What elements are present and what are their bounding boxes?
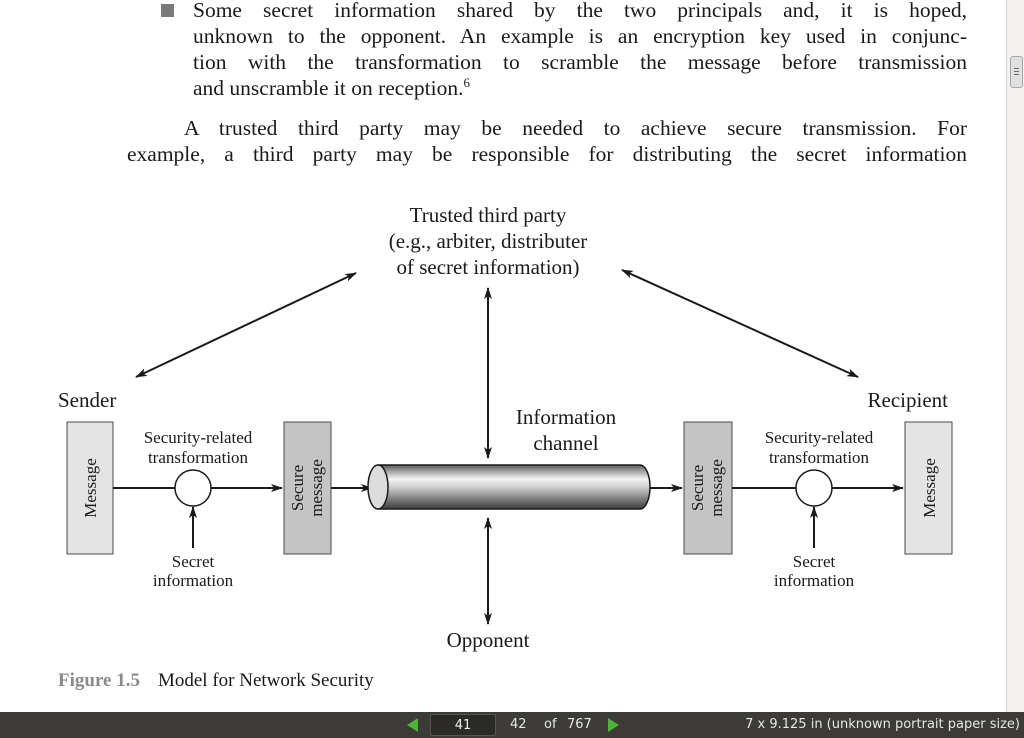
- trusted-third-party-label: Trusted third party (e.g., arbiter, dist…: [389, 203, 588, 279]
- recipient-message-box: [904, 421, 953, 555]
- text-line: tion with the transformation to scramble…: [193, 50, 967, 74]
- previous-page-arrow-icon[interactable]: [407, 718, 418, 732]
- recipient-secure-label: Secure: [688, 465, 707, 511]
- body-paragraph: A trusted third party may be needed to a…: [127, 115, 967, 167]
- of-label: of: [544, 717, 557, 732]
- bullet-marker: [161, 4, 174, 17]
- sender-secret-label: Secret: [172, 552, 215, 571]
- sender-secret-label: information: [153, 571, 234, 590]
- ttp-line: (e.g., arbiter, distributer: [389, 229, 588, 253]
- channel-label: Information: [516, 405, 617, 429]
- text-line-content: A trusted third party may be needed to a…: [184, 116, 967, 140]
- bullet-paragraph: Some secret information shared by the tw…: [193, 0, 967, 101]
- text-line: example, a third party may be responsibl…: [127, 142, 967, 166]
- scrollbar-thumb[interactable]: [1010, 56, 1023, 88]
- sender-label: Sender: [58, 388, 116, 412]
- ttp-sender-arrow: [135, 272, 357, 378]
- recipient-secret-label: information: [774, 571, 855, 590]
- paper-size-label: 7 x 9.125 in (unknown portrait paper siz…: [745, 717, 1020, 732]
- footnote-marker: 6: [463, 74, 470, 90]
- recipient-transform-label: Security-related: [765, 428, 874, 447]
- figure-number: Figure 1.5: [58, 670, 140, 691]
- network-security-diagram: Trusted third party (e.g., arbiter, dist…: [58, 203, 953, 652]
- figure-caption: Figure 1.5 Model for Network Security: [58, 670, 374, 692]
- ttp-line: Trusted third party: [410, 203, 567, 227]
- sender-transformation-node: [174, 469, 212, 507]
- sender-transform-label: Security-related: [144, 428, 253, 447]
- channel-label: channel: [533, 431, 598, 455]
- sender-message-label: Message: [81, 458, 100, 517]
- recipient-transformation-node: [795, 469, 833, 507]
- text-line: unknown to the opponent. An example is a…: [193, 24, 967, 48]
- ttp-recipient-arrow: [621, 269, 859, 378]
- recipient-secure-label: message: [707, 459, 726, 517]
- text-line: A trusted third party may be needed to a…: [127, 115, 967, 141]
- recipient-transform-label: transformation: [769, 448, 870, 467]
- sender-secure-label: Secure: [288, 465, 307, 511]
- next-page-arrow-icon[interactable]: [608, 718, 619, 732]
- text-line: and unscramble it on reception.6: [193, 75, 967, 101]
- viewer-status-bar: 41 42 of 767 7 x 9.125 in (unknown portr…: [0, 712, 1024, 738]
- total-pages: 767: [567, 717, 592, 732]
- ttp-line: of secret information): [396, 255, 579, 279]
- recipient-message-label: Message: [920, 458, 939, 517]
- opponent-label: Opponent: [447, 628, 530, 652]
- sender-message-box: [66, 421, 114, 555]
- sender-secure-message-box: [283, 421, 332, 555]
- sender-secure-label: message: [307, 459, 326, 517]
- text-line: Some secret information shared by the tw…: [193, 0, 967, 22]
- text-line-content: and unscramble it on reception.: [193, 76, 464, 100]
- vertical-scrollbar[interactable]: [1006, 0, 1024, 712]
- information-channel-pipe: [367, 464, 651, 510]
- document-page: Some secret information shared by the tw…: [58, 0, 967, 692]
- page-number-input[interactable]: 41: [430, 714, 496, 736]
- sender-transform-label: transformation: [148, 448, 249, 467]
- recipient-secret-label: Secret: [793, 552, 836, 571]
- page-label: 42: [510, 717, 527, 732]
- recipient-label: Recipient: [868, 388, 949, 412]
- figure-title: Model for Network Security: [157, 670, 374, 691]
